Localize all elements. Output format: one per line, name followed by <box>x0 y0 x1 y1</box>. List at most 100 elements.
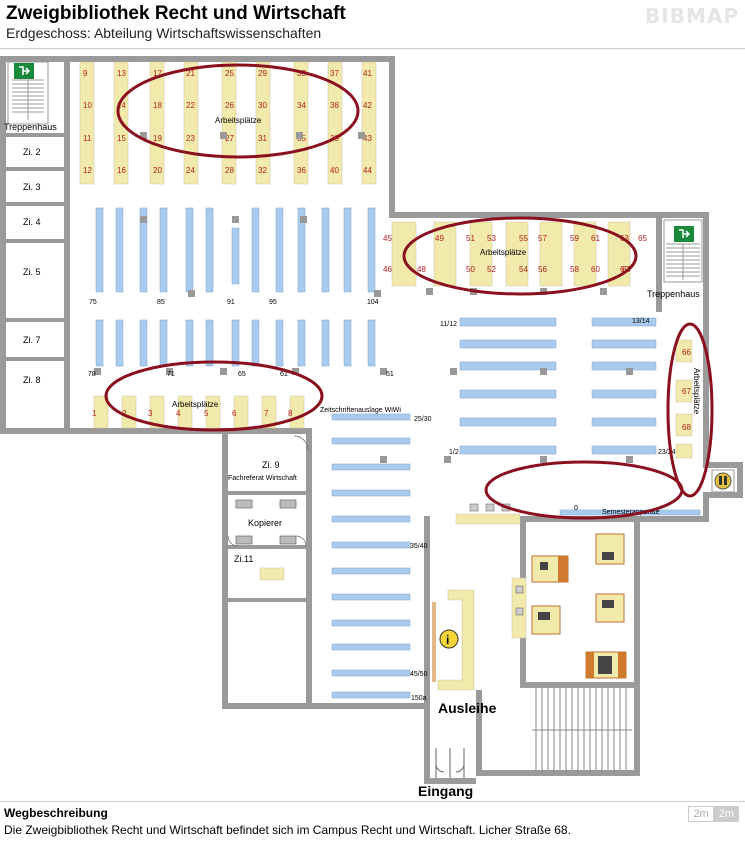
shelf-group-left <box>95 207 376 367</box>
area-label-arbeitsplaetze-top: Arbeitsplätze <box>215 116 262 125</box>
floor-plan: Treppenhaus Treppenhaus Zi. 2 Zi. 3 Zi. … <box>0 56 743 799</box>
room-label-treppenhaus-left: Treppenhaus <box>4 122 57 132</box>
room-label-zi8: Zi. 8 <box>23 375 41 385</box>
seat-number: 40 <box>330 166 339 175</box>
highlight-bottom <box>104 360 324 432</box>
svg-text:i: i <box>446 633 449 647</box>
seat-number: 27 <box>225 134 234 143</box>
room-label-zi7: Zi. 7 <box>23 335 41 345</box>
seat-number: 15 <box>117 134 126 143</box>
shelf-label: 71 <box>167 371 175 378</box>
shelf-label: 0 <box>574 505 578 512</box>
seat-number: 45 <box>383 234 392 243</box>
seat-number: 42 <box>363 101 372 110</box>
copier-icon <box>235 499 297 545</box>
shelf-label: 95 <box>269 299 277 306</box>
seat-number: 41 <box>363 69 372 78</box>
shelf-label: 13/14 <box>632 318 650 325</box>
seat-number: 58 <box>570 265 579 274</box>
seat-number: 38 <box>330 101 339 110</box>
room-label-zi9: Zi. 9 <box>262 460 280 470</box>
shelf-label: 91 <box>227 299 235 306</box>
seat-number: 34 <box>297 101 306 110</box>
seat-number: 57 <box>538 234 547 243</box>
page-subtitle: Erdgeschoss: Abteilung Wirtschaftswissen… <box>6 25 322 41</box>
desk-group-mid <box>391 221 631 287</box>
shelf-label: 1/2 <box>449 449 459 456</box>
shelf-label: 51 <box>386 371 394 378</box>
information-icon: i <box>439 629 459 649</box>
seat-number: 51 <box>466 234 475 243</box>
seat-number: 54 <box>519 265 528 274</box>
shelf-label: 61 <box>280 371 288 378</box>
room-label-zi11: Zi.11 <box>234 554 253 564</box>
seat-number: 33 <box>297 69 306 78</box>
seat-number: 32 <box>258 166 267 175</box>
highlight-mid <box>402 216 638 296</box>
entrance-doors <box>435 748 465 778</box>
seat-number: 53 <box>487 234 496 243</box>
seat-number: 31 <box>258 134 267 143</box>
room-label-kopierer: Kopierer <box>248 518 282 528</box>
shelf-label: 45/50 <box>410 671 428 678</box>
seat-number: 18 <box>153 101 162 110</box>
elevator-icon <box>711 469 735 493</box>
room-label-zi3: Zi. 3 <box>23 182 41 192</box>
seat-number: 19 <box>153 134 162 143</box>
seat-number: 8 <box>288 409 293 418</box>
shelf-label: 78 <box>88 371 96 378</box>
scale-segment-a: 2m <box>688 806 714 822</box>
seat-number: 21 <box>186 69 195 78</box>
staircase-left <box>7 61 49 125</box>
shelf-label: 11/12 <box>440 321 457 328</box>
seat-number: 5 <box>204 409 209 418</box>
computer-workstations <box>455 503 527 639</box>
seat-number: 4 <box>176 409 181 418</box>
area-label-zeitschriften: Zeitschriftenauslage WiWi <box>320 407 401 414</box>
seat-number: 22 <box>186 101 195 110</box>
desk-group-right <box>675 339 693 459</box>
scale-segment-b: 2m <box>713 806 739 822</box>
seat-number: 24 <box>186 166 195 175</box>
shelf-label: 85 <box>157 299 165 306</box>
desk-group-bottom <box>93 395 305 429</box>
shelf-label: 75 <box>89 299 97 306</box>
staircase-entrance <box>532 688 632 770</box>
seat-number: 9 <box>83 69 88 78</box>
seat-number: 62 <box>620 265 629 274</box>
scale-bar: 2m 2m <box>688 806 739 822</box>
ausleihe-counter <box>432 589 475 691</box>
shelf-label: 23/24 <box>658 449 676 456</box>
shelf-label: 35/40 <box>410 543 428 550</box>
seat-number: 14 <box>117 101 126 110</box>
seat-number: 6 <box>232 409 237 418</box>
area-label-arbeitsplaetze-bottom: Arbeitsplätze <box>172 400 219 409</box>
seat-number: 1 <box>92 409 97 418</box>
seat-number: 56 <box>538 265 547 274</box>
directions-text: Die Zweigbibliothek Recht und Wirtschaft… <box>4 823 571 837</box>
shelf-group-right <box>459 317 657 455</box>
room-label-ausleihe: Ausleihe <box>438 700 497 716</box>
shelf-label: 104 <box>367 299 379 306</box>
seat-number: 30 <box>258 101 267 110</box>
room-label-fachreferat: Fachreferat Wirtschaft <box>228 475 297 482</box>
bibmap-logo: BIBMAP <box>645 4 739 28</box>
room-label-zi5: Zi. 5 <box>23 267 41 277</box>
seat-number: 68 <box>682 423 691 432</box>
seat-number: 60 <box>591 265 600 274</box>
seat-number: 16 <box>117 166 126 175</box>
seat-number: 20 <box>153 166 162 175</box>
seat-number: 25 <box>225 69 234 78</box>
directions-title: Wegbeschreibung <box>4 806 108 820</box>
seat-number: 44 <box>363 166 372 175</box>
shelf-label: 25/30 <box>414 416 432 423</box>
seat-number: 46 <box>383 265 392 274</box>
seat-number: 65 <box>638 234 647 243</box>
seat-number: 48 <box>417 265 426 274</box>
seat-number: 13 <box>117 69 126 78</box>
room-label-zi2: Zi. 2 <box>23 147 41 157</box>
highlight-right <box>666 322 714 498</box>
area-label-semesterapparate: Semesterapparate <box>602 509 660 516</box>
